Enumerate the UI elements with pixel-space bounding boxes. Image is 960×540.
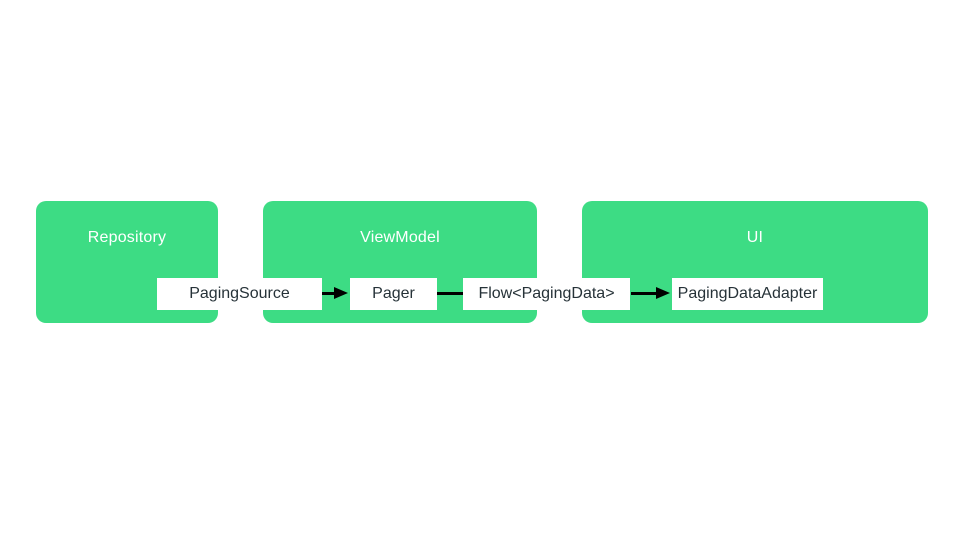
component-pagingdataadapter: PagingDataAdapter: [672, 278, 823, 310]
container-repository: Repository: [36, 201, 218, 323]
component-pager-label: Pager: [372, 285, 415, 302]
component-pagingsource: PagingSource: [157, 278, 322, 310]
arrow-flow-to-pagingdataadapter-head: [656, 287, 670, 299]
arrow-pagingsource-to-pager-shaft: [321, 292, 336, 295]
arrow-pagingsource-to-pager-head: [334, 287, 348, 299]
component-flow-pagingdata: Flow<PagingData>: [463, 278, 630, 310]
line-pager-to-flow: [437, 292, 463, 295]
container-repository-title: Repository: [87, 229, 167, 246]
component-flow-pagingdata-label: Flow<PagingData>: [478, 285, 615, 302]
component-pager: Pager: [350, 278, 437, 310]
container-viewmodel-title: ViewModel: [360, 229, 440, 246]
component-pagingsource-label: PagingSource: [189, 285, 290, 302]
container-ui-title: UI: [746, 229, 764, 246]
arrow-flow-to-pagingdataadapter-shaft: [631, 292, 658, 295]
component-pagingdataadapter-label: PagingDataAdapter: [677, 285, 818, 302]
